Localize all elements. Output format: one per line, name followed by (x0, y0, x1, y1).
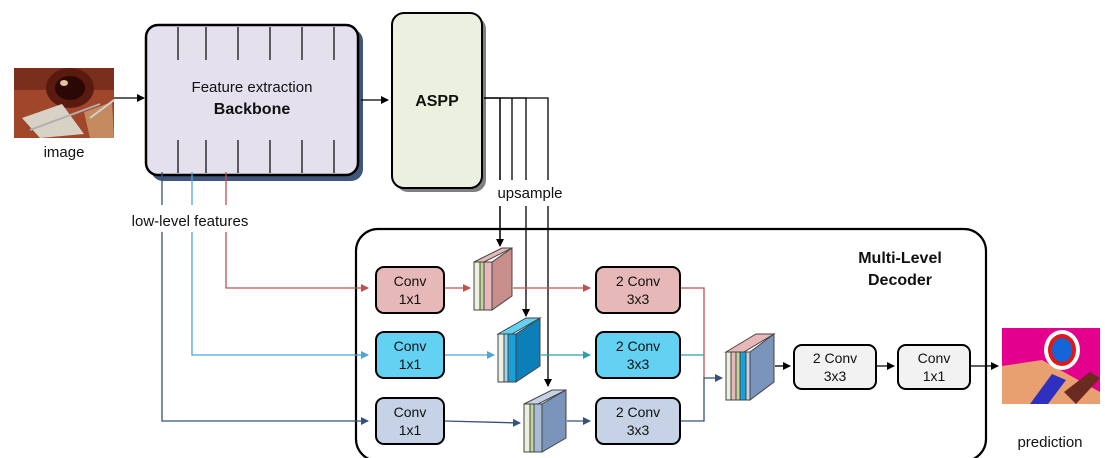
decoder-title-line1: Multi-Level (858, 250, 942, 267)
prediction-image (1002, 328, 1100, 404)
conv1x1-blue-line1: Conv (394, 404, 427, 420)
conv3x3-cyan-line2: 3x3 (627, 356, 650, 372)
final-conv1x1-line2: 1x1 (923, 368, 946, 384)
red-merge-line (681, 287, 705, 378)
prediction-label: prediction (1017, 434, 1082, 451)
backbone-name: Backbone (214, 101, 291, 118)
final-concat-stack (724, 333, 776, 401)
conv1x1-cyan-block (375, 331, 445, 379)
aspp-output-lines (484, 97, 552, 387)
decoder-title-line2: Decoder (868, 272, 932, 289)
conv1x1-red-block (375, 266, 445, 314)
final-conv3x3-block (793, 344, 877, 390)
input-image (14, 68, 115, 138)
final-conv1x1-block (897, 344, 971, 390)
final-conv1x1-line1: Conv (918, 350, 951, 366)
decoder-frame (354, 227, 988, 458)
conv3x3-blue-line2: 3x3 (627, 422, 650, 438)
conv1x1-cyan-line2: 1x1 (399, 356, 422, 372)
concat-stack-cyan (496, 317, 542, 383)
backbone-block (144, 23, 363, 181)
final-conv3x3-line1: 2 Conv (813, 350, 857, 366)
conv3x3-cyan-line1: 2 Conv (616, 338, 660, 354)
aspp-block (391, 12, 486, 192)
conv1x1-blue-block (375, 397, 445, 445)
conv1x1-red-line2: 1x1 (399, 291, 422, 307)
conv3x3-red-block (595, 266, 681, 314)
final-conv3x3-line2: 3x3 (824, 368, 847, 384)
low-level-features-label: low-level features (132, 213, 249, 230)
conv3x3-blue-block (595, 397, 681, 445)
image-label: image (44, 144, 85, 161)
blue-merge-line (681, 374, 723, 422)
conv3x3-red-line1: 2 Conv (616, 273, 660, 289)
upsample-label-bg (486, 180, 572, 206)
upsample-label: upsample (497, 185, 562, 202)
backbone-title: Feature extraction (192, 79, 313, 96)
conv3x3-blue-line1: 2 Conv (616, 404, 660, 420)
conv1x1-red-line1: Conv (394, 273, 427, 289)
concat-stack-blue (523, 389, 567, 453)
conv3x3-red-line2: 3x3 (627, 291, 650, 307)
red-branch-line (225, 232, 369, 292)
aspp-label: ASPP (415, 93, 459, 110)
blue-branch-line (161, 232, 369, 425)
conv1x1-cyan-line1: Conv (394, 338, 427, 354)
cyan-branch-line (191, 232, 369, 359)
conv1x1-blue-line2: 1x1 (399, 422, 422, 438)
arrow-blue-to-concat (444, 418, 521, 427)
concat-stack-red (473, 247, 513, 311)
conv3x3-cyan-block (595, 331, 681, 379)
